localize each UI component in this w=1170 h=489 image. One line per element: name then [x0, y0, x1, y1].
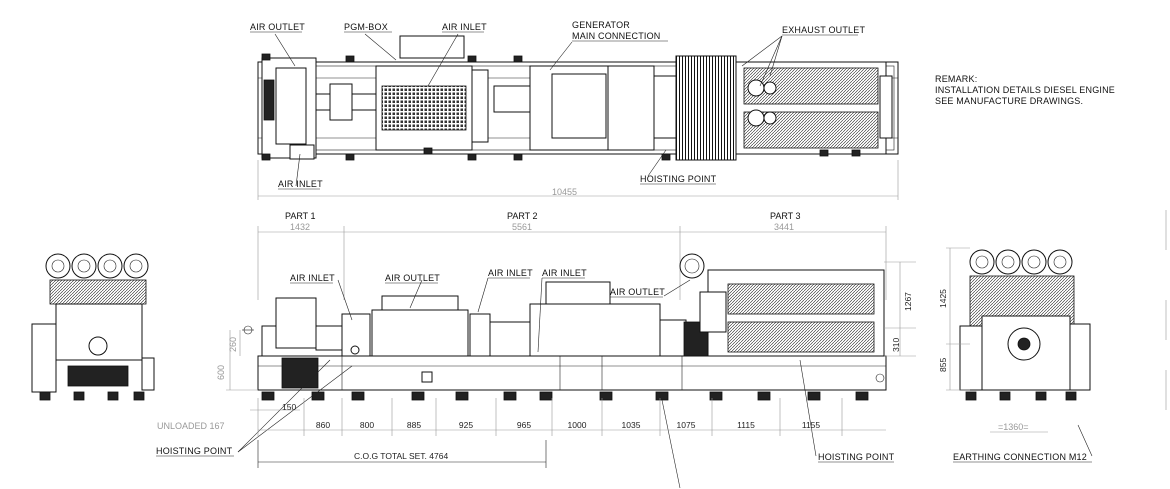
segment-dim-5: 1000 [568, 420, 587, 430]
remark-line3: SEE MANUFACTURE DRAWINGS. [935, 96, 1083, 106]
segment-dimensions: 860 800 885 925 965 1000 1035 1075 1115 1155 [257, 398, 843, 436]
height-855-dim: 855 [938, 358, 948, 372]
air-outlet-top-label: AIR OUTLET [250, 22, 305, 32]
cog-dim: C.O.G TOTAL SET. 4764 [354, 451, 448, 461]
part1-length: 1432 [290, 222, 310, 232]
segment-dim-8: 1115 [737, 420, 755, 430]
part2-label: PART 2 [507, 211, 538, 221]
right-end-view [946, 210, 1167, 457]
air-inlet-side1-label: AIR INLET [290, 273, 335, 283]
height-600-dim: 600 [216, 365, 226, 380]
height-1425-dim: 1425 [938, 289, 948, 308]
earthing-connection-label: EARTHING CONNECTION M12 [953, 452, 1087, 462]
hoisting-point-left-label: HOISTING POINT [156, 446, 233, 456]
air-outlet-side2-label: AIR OUTLET [610, 287, 665, 297]
unloaded-dim: UNLOADED 167 [157, 421, 225, 431]
pgm-box-label: PGM-BOX [344, 22, 388, 32]
segment-dim-0: 860 [316, 420, 330, 430]
exhaust-outlet-label: EXHAUST OUTLET [782, 25, 865, 35]
track-width-dim: =1360= [998, 422, 1029, 432]
part2-length: 5561 [512, 222, 532, 232]
side-feet [261, 391, 869, 401]
air-outlet-side-label: AIR OUTLET [385, 273, 440, 283]
remark-line2: INSTALLATION DETAILS DIESEL ENGINE [935, 85, 1115, 95]
top-view [257, 33, 899, 200]
height-260-dim: 260 [228, 337, 238, 352]
part3-label: PART 3 [770, 211, 801, 221]
part3-length: 3441 [774, 222, 794, 232]
air-inlet-top-lower-label: AIR INLET [278, 179, 323, 189]
segment-dim-6: 1035 [622, 420, 641, 430]
cog-marker-icon-2 [875, 373, 885, 383]
segment-dim-4: 965 [517, 420, 531, 430]
side-view [226, 253, 916, 489]
segment-dim-9: 1155 [802, 420, 821, 430]
hoisting-point-right-label: HOISTING POINT [818, 452, 895, 462]
top-feet [261, 53, 861, 161]
air-inlet-top-label: AIR INLET [442, 22, 487, 32]
segment-dim-3: 925 [459, 420, 473, 430]
segment-dim-7: 1075 [677, 420, 696, 430]
height-1267-dim: 1267 [903, 292, 913, 311]
generator-label-line2: MAIN CONNECTION [572, 31, 661, 41]
air-inlet-side2-label: AIR INLET [488, 268, 533, 278]
dim-150: 150 [282, 402, 296, 412]
height-310-dim: 310 [891, 338, 901, 352]
hoisting-point-top-label: HOISTING POINT [640, 174, 717, 184]
part-dimension-lines [257, 226, 887, 300]
left-end-view [31, 253, 155, 401]
remark-line1: REMARK: [935, 74, 977, 84]
segment-dim-2: 885 [407, 420, 421, 430]
part1-label: PART 1 [285, 211, 316, 221]
turbo-group [747, 79, 777, 127]
total-length-dim: 10455 [552, 187, 577, 197]
air-inlet-side3-label: AIR INLET [542, 268, 587, 278]
generator-label-line1: GENERATOR [572, 20, 630, 30]
segment-dim-1: 800 [360, 420, 374, 430]
